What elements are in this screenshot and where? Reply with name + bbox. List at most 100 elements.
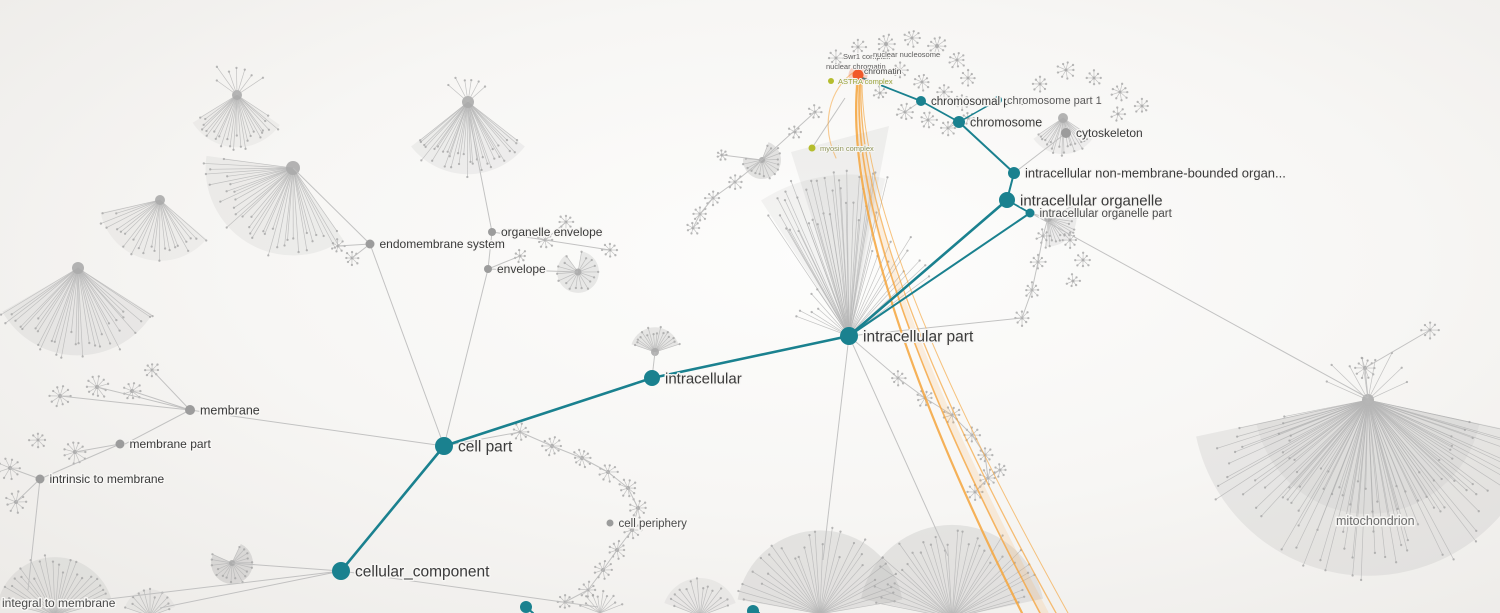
cluster-fan <box>895 102 914 121</box>
node-label-chromosome[interactable]: chromosome <box>969 114 1044 131</box>
graph-node-complex-1[interactable] <box>828 78 834 84</box>
node-label-cytoskeleton[interactable]: cytoskeleton <box>1075 125 1145 142</box>
cluster-fan <box>598 464 619 483</box>
graph-edge <box>897 377 926 399</box>
node-label-intracellular[interactable]: intracellular <box>664 369 744 389</box>
graph-edge <box>1021 289 1033 319</box>
graph-edge <box>369 243 445 447</box>
graph-node-membrane-part[interactable] <box>115 439 125 449</box>
graph-node-intracellular-part[interactable] <box>840 327 858 345</box>
graph-node-chromosome[interactable] <box>953 116 965 128</box>
graph-node-cell-part[interactable] <box>435 437 453 455</box>
graph-node-intracellular-organelle[interactable] <box>999 192 1015 208</box>
cluster-fan <box>936 84 953 101</box>
graph-edge <box>631 507 639 531</box>
graph-node-non-membrane-bounded-organelle[interactable] <box>1008 167 1020 179</box>
cluster-fan <box>1074 251 1091 268</box>
node-label-intrinsic-to-membrane[interactable]: intrinsic to membrane <box>48 471 166 488</box>
label-layer: cellular_component cell part intracellular… <box>1 49 1417 612</box>
graph-node-chromatin[interactable] <box>852 69 864 81</box>
graph-node-intrinsic-to-membrane[interactable] <box>35 474 45 484</box>
graph-edge <box>924 397 953 416</box>
graph-edge <box>1364 367 1369 399</box>
selected-path-edge <box>339 444 446 573</box>
graph-node-cytoskeleton[interactable] <box>1061 128 1071 138</box>
cluster-fan <box>0 554 112 613</box>
cluster-fan <box>27 432 47 449</box>
graph-node-envelope[interactable] <box>484 265 492 273</box>
graph-edge <box>822 335 850 561</box>
graph-node-intracellular-organelle-part[interactable] <box>1025 208 1035 218</box>
graph-node-bottom-node-right[interactable] <box>747 605 759 613</box>
cluster-fan <box>631 325 681 356</box>
cluster-fan <box>1065 273 1082 288</box>
graph-edge <box>699 197 714 215</box>
graph-node-organelle-envelope[interactable] <box>488 228 496 236</box>
graph-edge <box>59 395 191 411</box>
cluster-fan <box>848 235 931 337</box>
graph-edge <box>189 409 445 447</box>
graph-node-membrane[interactable] <box>185 405 195 415</box>
graph-edge <box>1031 261 1039 291</box>
node-label-cell-part[interactable]: cell part <box>457 437 515 457</box>
graph-node-chromosome-part-1[interactable] <box>994 96 1002 104</box>
cluster-fan <box>5 490 28 514</box>
graph-node-cell-periphery[interactable] <box>606 519 614 527</box>
cluster-fan <box>716 149 728 161</box>
node-label-intracellular-organelle[interactable]: intracellular organelle <box>1019 191 1165 211</box>
cluster-fan <box>860 524 1044 613</box>
node-label-organelle-envelope[interactable]: organelle envelope <box>500 224 605 241</box>
graph-edge <box>581 457 609 473</box>
node-label-endomembrane-system[interactable]: endomembrane system <box>378 236 506 253</box>
graph-node-bottom-node-left[interactable] <box>520 601 532 613</box>
cluster-fan <box>954 94 970 112</box>
cluster-fan <box>1133 97 1149 113</box>
graph-edge <box>99 570 342 601</box>
node-label-intracellular-organelle-part[interactable]: intracellular organelle part <box>1038 207 1174 222</box>
cluster-fan <box>1420 321 1440 340</box>
graph-edge <box>607 471 629 489</box>
cluster-fan <box>202 155 344 257</box>
graph-edge <box>151 369 191 411</box>
cluster-fan <box>1256 399 1480 520</box>
graph-edge <box>487 255 521 270</box>
cluster-fan <box>579 589 624 613</box>
cluster-fan <box>1085 69 1102 86</box>
node-label-chromosome-part-1[interactable]: chromosome part 1 <box>1006 93 1104 108</box>
graph-node-intracellular[interactable] <box>644 370 660 386</box>
cluster-fan <box>345 250 360 267</box>
cluster-fan <box>787 125 803 139</box>
cluster-fan <box>63 441 87 465</box>
node-label-intracellular-part[interactable]: intracellular part <box>862 327 976 347</box>
node-label-membrane-part[interactable]: membrane part <box>128 436 213 453</box>
graph-node-cellular-component[interactable] <box>332 562 350 580</box>
highlight-flow-edge <box>861 79 1069 613</box>
cluster-fan <box>411 96 525 179</box>
highlight-flow-edge <box>827 71 855 159</box>
cluster-fan <box>913 73 930 92</box>
cluster-fan <box>686 221 701 235</box>
node-label-envelope[interactable]: envelope <box>496 261 548 278</box>
graph-node-complex-0[interactable] <box>808 144 816 152</box>
cluster-fan <box>920 111 939 129</box>
graph-node-endomembrane-system[interactable] <box>365 239 375 249</box>
node-label-cell-periphery[interactable]: cell periphery <box>617 517 689 532</box>
micro-label-5: myosin complex <box>820 144 874 153</box>
node-label-chromosomal-part[interactable]: chromosomal part <box>930 95 1026 110</box>
node-label-non-membrane-bounded-organelle[interactable]: intracellular non-membrane-bounded organ… <box>1024 164 1288 182</box>
cluster-fan <box>1044 203 1077 249</box>
micro-label-4: ASTRA complex <box>838 77 893 86</box>
graph-edge <box>159 570 342 609</box>
graph-edge <box>692 213 701 229</box>
cluster-fan <box>1110 106 1127 122</box>
cluster-fan <box>1031 75 1048 93</box>
cluster-fan <box>210 544 254 584</box>
node-label-cellular-component[interactable]: cellular_component <box>354 562 492 582</box>
node-label-membrane[interactable]: membrane <box>199 402 262 419</box>
cluster-fan <box>1110 82 1129 102</box>
cluster-fan <box>1014 310 1030 327</box>
graph-node-chromosomal-part[interactable] <box>916 96 926 106</box>
graph-edge <box>587 569 604 591</box>
